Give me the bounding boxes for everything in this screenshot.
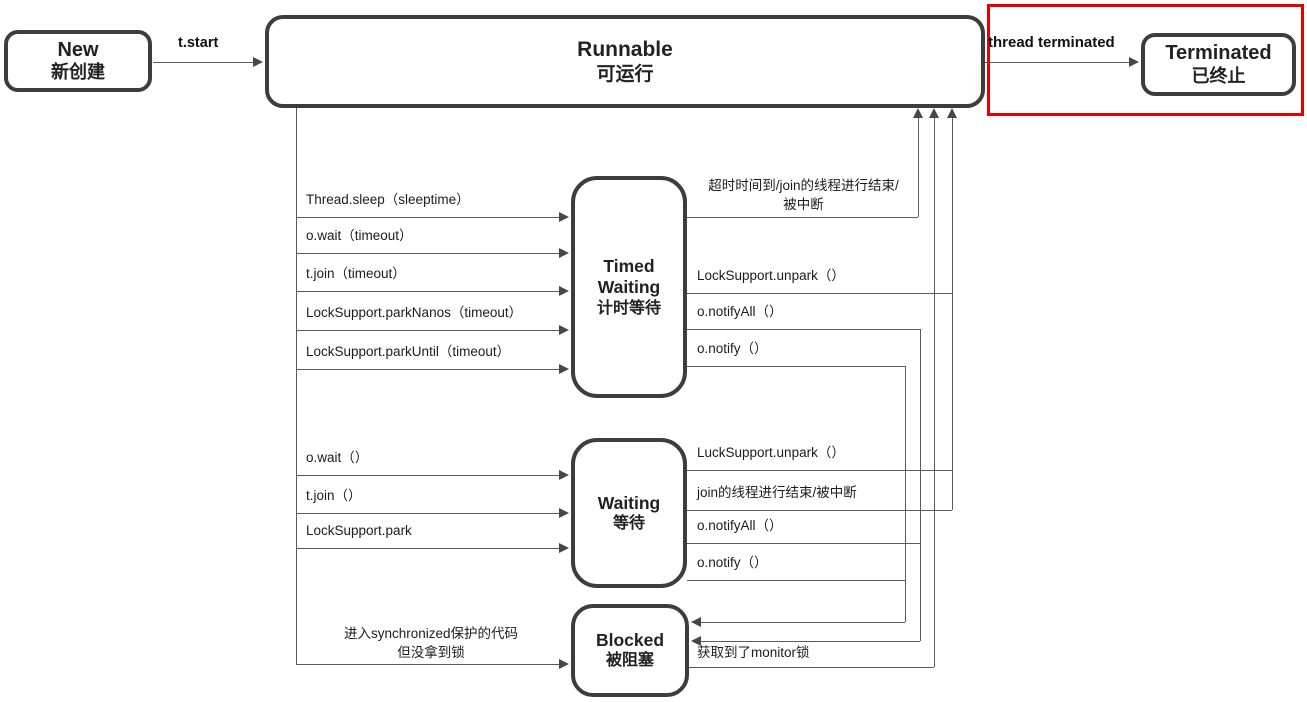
node-waiting-title: Waiting <box>597 492 661 513</box>
edge-label-timeout-line2: 被中断 <box>783 197 824 212</box>
connector-line <box>952 114 953 510</box>
edge-label-parknanos: LockSupport.parkNanos（timeout） <box>306 305 523 320</box>
edge-label-tjoin-timeout: t.join（timeout） <box>306 266 406 281</box>
edge-label-enter-synchronized: 进入synchronized保护的代码 但没拿到锁 <box>300 624 562 662</box>
edge-label-tjoin: t.join（） <box>306 488 362 503</box>
edge-label-waiting-notify: o.notify（） <box>697 555 768 570</box>
edge-label-t-start: t.start <box>178 35 219 51</box>
node-timed-waiting: Timed Waiting 计时等待 <box>571 176 687 398</box>
edge-label-timed-unpark: LockSupport.unpark（） <box>697 268 845 283</box>
arrow-right-icon <box>559 325 569 335</box>
connector-line <box>689 667 934 668</box>
connector-line <box>687 217 918 218</box>
connector-line <box>296 291 561 292</box>
connector-line <box>918 114 919 217</box>
connector-line <box>296 664 561 665</box>
node-waiting: Waiting 等待 <box>571 438 687 588</box>
edge-label-thread-terminated: thread terminated <box>988 34 1115 51</box>
connector-line <box>296 475 561 476</box>
node-terminated: Terminated 已终止 <box>1141 33 1296 96</box>
node-blocked-subtitle: 被阻塞 <box>605 652 654 670</box>
arrow-right-icon <box>559 470 569 480</box>
arrow-right-icon <box>559 364 569 374</box>
node-timed-waiting-title-1: Timed <box>603 255 655 276</box>
node-terminated-title: Terminated <box>1165 42 1272 65</box>
edge-label-timeout-line1: 超时时间到/join的线程进行结束/ <box>708 178 899 193</box>
connector-line <box>296 513 561 514</box>
connector-line <box>905 366 906 622</box>
edge-label-owait-timeout: o.wait（timeout） <box>306 228 413 243</box>
edge-label-timeout: 超时时间到/join的线程进行结束/ 被中断 <box>689 176 918 214</box>
arrow-right-icon <box>559 659 569 669</box>
connector-line <box>687 470 952 471</box>
connector-line <box>296 217 561 218</box>
edge-label-owait: o.wait（） <box>306 450 369 465</box>
connector-line <box>687 366 905 367</box>
arrow-right-icon <box>559 286 569 296</box>
edge-label-lockpark: LockSupport.park <box>306 523 412 538</box>
node-terminated-subtitle: 已终止 <box>1191 65 1246 86</box>
arrow-right-icon <box>253 57 263 67</box>
node-blocked-title: Blocked <box>595 630 665 651</box>
connector-line <box>296 108 297 664</box>
node-runnable-title: Runnable <box>577 38 673 62</box>
connector-line <box>296 330 561 331</box>
connector-line <box>687 510 952 511</box>
node-timed-waiting-title-2: Waiting <box>597 277 661 298</box>
node-new: New 新创建 <box>4 30 152 92</box>
arrow-right-icon <box>559 543 569 553</box>
connector-line <box>687 543 920 544</box>
highlight-rect <box>987 4 1304 116</box>
node-runnable: Runnable 可运行 <box>265 15 985 108</box>
edge-label-enter-synchronized-line2: 但没拿到锁 <box>397 645 465 660</box>
connector-line <box>296 548 561 549</box>
arrow-right-icon <box>559 508 569 518</box>
connector-line <box>699 622 905 623</box>
connector-line <box>985 62 1133 63</box>
edge-label-waiting-unpark: LuckSupport.unpark（） <box>697 445 845 460</box>
arrow-right-icon <box>559 212 569 222</box>
arrow-up-icon <box>913 108 923 118</box>
edge-label-timed-notify: o.notify（） <box>697 341 768 356</box>
arrow-left-icon <box>691 636 701 646</box>
edge-label-enter-synchronized-line1: 进入synchronized保护的代码 <box>343 626 519 641</box>
node-timed-waiting-subtitle: 计时等待 <box>596 299 661 317</box>
node-new-title: New <box>57 38 99 61</box>
edge-label-parkuntil: LockSupport.parkUntil（timeout） <box>306 344 511 359</box>
connector-line <box>296 253 561 254</box>
edge-label-waiting-notifyall: o.notifyAll（） <box>697 518 783 533</box>
edge-label-thread-sleep: Thread.sleep（sleeptime） <box>306 192 470 207</box>
node-new-subtitle: 新创建 <box>51 62 105 83</box>
connector-line <box>699 641 920 642</box>
connector-line <box>687 293 952 294</box>
arrow-up-icon <box>947 108 957 118</box>
connector-line <box>296 369 561 370</box>
node-blocked: Blocked 被阻塞 <box>571 604 689 697</box>
arrow-right-icon <box>1129 57 1139 67</box>
connector-line <box>153 62 261 63</box>
edge-label-monitor-lock: 获取到了monitor锁 <box>697 645 810 660</box>
edge-label-waiting-joinend: join的线程进行结束/被中断 <box>697 485 857 500</box>
edge-label-timed-notifyall: o.notifyAll（） <box>697 304 783 319</box>
connector-line <box>687 329 920 330</box>
connector-line <box>920 329 921 641</box>
node-waiting-subtitle: 等待 <box>612 514 645 532</box>
connector-line <box>687 580 905 581</box>
arrow-left-icon <box>691 617 701 627</box>
arrow-right-icon <box>559 248 569 258</box>
connector-line <box>934 114 935 667</box>
node-runnable-subtitle: 可运行 <box>596 63 654 85</box>
arrow-up-icon <box>929 108 939 118</box>
